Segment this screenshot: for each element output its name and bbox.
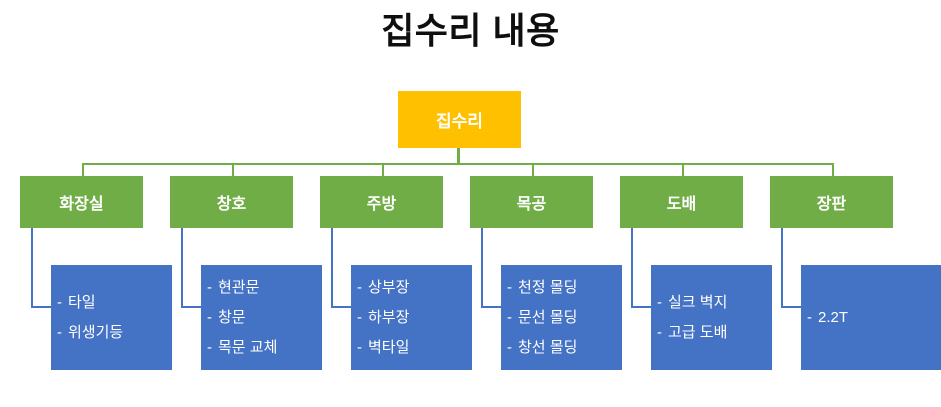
leaf-item-label: 창선 몰딩 [518,338,578,356]
leaf-box-주방[interactable]: -상부장 -하부장 -벽타일 [351,265,472,370]
leaf-list-item: -타일 [57,288,172,318]
connector-blue-elbow-5 [781,306,806,308]
connector-blue-vertical-2 [331,228,333,308]
leaf-item-label: 문선 몰딩 [518,308,578,326]
leaf-item-label: 상부장 [368,278,410,296]
leaf-list-item: -고급 도배 [657,318,772,348]
leaf-box-목공[interactable]: -천정 몰딩 -문선 몰딩 -창선 몰딩 [501,265,622,370]
leaf-box-창호[interactable]: -현관문 -창문 -목문 교체 [201,265,322,370]
leaf-item-label: 천정 몰딩 [518,278,578,296]
connector-blue-elbow-2 [331,306,356,308]
branch-node-label: 장판 [816,196,847,213]
branch-node-label: 도배 [666,196,697,213]
bullet-dash: - [357,308,362,326]
bullet-dash: - [507,338,512,356]
leaf-item-label: 현관문 [218,278,260,296]
root-node-집수리[interactable]: 집수리 [398,91,521,148]
leaf-list-item: -현관문 [207,273,322,303]
bullet-dash: - [507,278,512,296]
bullet-dash: - [657,323,662,341]
leaf-list-item: -천정 몰딩 [507,273,622,303]
leaf-list-item: -상부장 [357,273,472,303]
leaf-list-item: -하부장 [357,303,472,333]
leaf-item-label: 실크 벽지 [668,293,728,311]
connector-blue-elbow-4 [631,306,656,308]
connector-blue-vertical-4 [631,228,633,308]
leaf-item-label: 위생기등 [68,323,124,341]
leaf-item-label: 2.2T [818,308,849,326]
connector-blue-vertical-1 [181,228,183,308]
leaf-list-item: -문선 몰딩 [507,303,622,333]
connector-drop-branch-3 [532,163,534,176]
branch-node-장판[interactable]: 장판 [770,176,893,228]
connector-drop-branch-1 [232,163,234,176]
leaf-item-label: 고급 도배 [668,323,728,341]
leaf-list-item: -위생기등 [57,318,172,348]
branch-node-label: 목공 [516,196,547,213]
connector-drop-branch-2 [382,163,384,176]
connector-blue-elbow-1 [181,306,206,308]
leaf-item-label: 하부장 [368,308,410,326]
bullet-dash: - [357,278,362,296]
connector-drop-branch-5 [832,163,834,176]
connector-drop-branch-0 [82,163,84,176]
branch-node-label: 창호 [216,196,247,213]
leaf-box-도배[interactable]: -실크 벽지 -고급 도배 [651,265,772,370]
bullet-dash: - [207,308,212,326]
leaf-list-item: -창선 몰딩 [507,333,622,363]
bullet-dash: - [207,338,212,356]
bullet-dash: - [57,293,62,311]
branch-node-목공[interactable]: 목공 [470,176,593,228]
leaf-list-item: -창문 [207,303,322,333]
leaf-item-label: 창문 [218,308,246,326]
connector-drop-branch-4 [682,163,684,176]
connector-blue-vertical-0 [31,228,33,308]
leaf-item-label: 벽타일 [368,338,410,356]
leaf-item-label: 목문 교체 [218,338,278,356]
leaf-list-item: -목문 교체 [207,333,322,363]
bullet-dash: - [57,323,62,341]
connector-blue-elbow-3 [481,306,506,308]
leaf-box-장판[interactable]: -2.2T [801,265,941,370]
branch-node-화장실[interactable]: 화장실 [20,176,143,228]
branch-node-창호[interactable]: 창호 [170,176,293,228]
leaf-box-화장실[interactable]: -타일 -위생기등 [51,265,172,370]
connector-blue-elbow-0 [31,306,56,308]
bullet-dash: - [507,308,512,326]
branch-node-label: 주방 [366,196,397,213]
connector-blue-vertical-3 [481,228,483,308]
bullet-dash: - [357,338,362,356]
branch-node-label: 화장실 [59,196,104,213]
branch-node-주방[interactable]: 주방 [320,176,443,228]
bullet-dash: - [657,293,662,311]
connector-blue-vertical-5 [781,228,783,308]
leaf-list-item: -벽타일 [357,333,472,363]
leaf-list-item: -실크 벽지 [657,288,772,318]
bullet-dash: - [207,278,212,296]
page-title: 집수리 내용 [381,10,560,51]
bullet-dash: - [807,308,812,326]
leaf-item-label: 타일 [68,293,96,311]
connector-root-stem [457,148,460,164]
leaf-list-item: -2.2T [807,303,941,333]
root-node-label: 집수리 [436,112,483,131]
connector-horizontal-bus [82,163,833,165]
branch-node-도배[interactable]: 도배 [620,176,743,228]
